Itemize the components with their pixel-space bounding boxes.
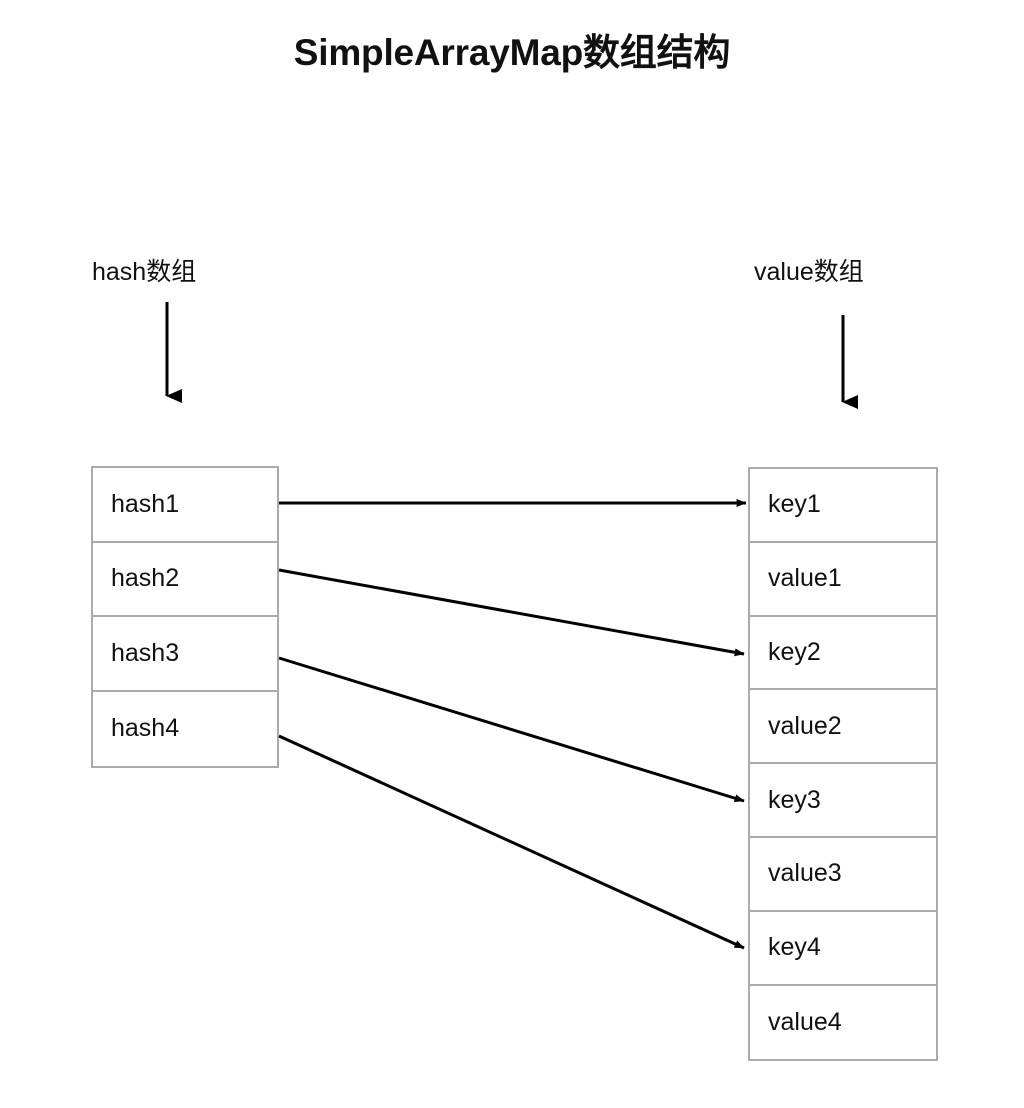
kv-cell-key[interactable]: key4 xyxy=(750,912,936,986)
hash-cell[interactable]: hash4 xyxy=(111,714,180,743)
kv-cell-key[interactable]: key2 xyxy=(750,617,936,691)
hash-array-table: hash1 hash2 hash3 hash4 xyxy=(91,466,279,768)
hash-cell[interactable]: hash3 xyxy=(93,617,277,692)
connector-hash4-to-key4-icon xyxy=(278,734,745,950)
page-title: SimpleArrayMap数组结构 xyxy=(293,32,731,73)
connector-hash3-to-key3-icon xyxy=(278,656,745,803)
value-array-label: value数组 xyxy=(754,258,864,286)
value-array-table: key1 value1 key2 value2 key3 value3 key4… xyxy=(748,467,938,1061)
kv-cell-value[interactable]: value1 xyxy=(750,543,936,617)
connector-hash2-to-key2-icon xyxy=(278,568,745,657)
kv-cell-key[interactable]: key3 xyxy=(750,764,936,838)
kv-cell-key[interactable]: key1 xyxy=(750,469,936,543)
kv-cell-value[interactable]: value3 xyxy=(750,838,936,912)
kv-cell-value[interactable]: value4 xyxy=(768,1007,842,1036)
hash-array-label: hash数组 xyxy=(92,258,197,286)
hash-cell[interactable]: hash2 xyxy=(93,543,277,617)
hash-cell[interactable]: hash1 xyxy=(93,468,277,543)
kv-cell-value[interactable]: value2 xyxy=(750,690,936,765)
